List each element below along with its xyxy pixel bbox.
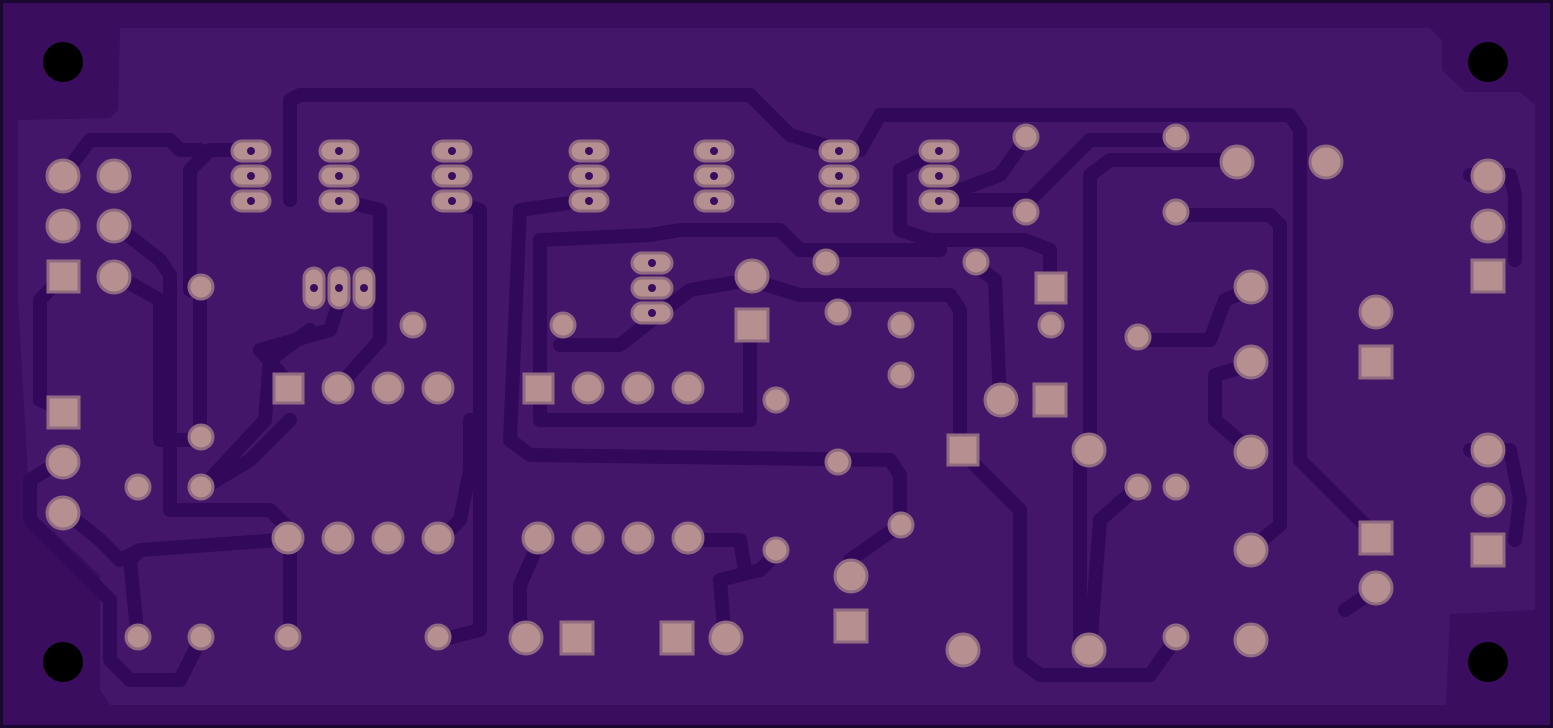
pad xyxy=(1219,144,1255,180)
pad xyxy=(187,623,215,651)
pad xyxy=(671,371,705,405)
pad xyxy=(371,521,405,555)
pad xyxy=(421,371,455,405)
pad xyxy=(271,521,305,555)
pad xyxy=(1358,294,1394,330)
pad xyxy=(571,371,605,405)
pad xyxy=(399,311,427,339)
pad xyxy=(45,208,81,244)
pad xyxy=(187,423,215,451)
pad xyxy=(833,558,869,594)
pad xyxy=(887,361,915,389)
pad xyxy=(96,158,132,194)
pad xyxy=(187,273,215,301)
mounting-hole xyxy=(43,642,83,682)
pad xyxy=(45,444,81,480)
pad-square xyxy=(1358,344,1394,380)
pad-square xyxy=(1470,532,1506,568)
pad xyxy=(1233,344,1269,380)
pad xyxy=(962,248,990,276)
pad xyxy=(621,371,655,405)
pad xyxy=(1124,473,1152,501)
pad-square xyxy=(1470,258,1506,294)
pad xyxy=(571,521,605,555)
pad-square xyxy=(1032,382,1068,418)
pad-square xyxy=(1034,271,1068,305)
pad xyxy=(1162,623,1190,651)
pad xyxy=(762,536,790,564)
pad xyxy=(521,521,555,555)
pad xyxy=(1233,532,1269,568)
pad xyxy=(734,258,770,294)
pad xyxy=(708,620,744,656)
mounting-hole xyxy=(1468,42,1508,82)
pad xyxy=(124,473,152,501)
pad xyxy=(824,298,852,326)
pad-square xyxy=(46,395,81,430)
pad xyxy=(1124,323,1152,351)
pad-square xyxy=(946,433,980,467)
pad-layer xyxy=(45,123,1506,668)
pad xyxy=(321,521,355,555)
pad xyxy=(621,521,655,555)
pad xyxy=(824,448,852,476)
pad xyxy=(1012,198,1040,226)
pad-square xyxy=(734,307,770,343)
pad xyxy=(1233,434,1269,470)
pad xyxy=(45,495,81,531)
pad xyxy=(371,371,405,405)
pad xyxy=(1308,144,1344,180)
pad xyxy=(1071,432,1107,468)
mounting-holes xyxy=(43,42,1508,682)
pad xyxy=(1012,123,1040,151)
pad xyxy=(96,208,132,244)
pad-square xyxy=(833,608,869,644)
pad xyxy=(1233,622,1269,658)
pad xyxy=(671,521,705,555)
square-pad-layer xyxy=(46,258,1506,656)
pad xyxy=(421,521,455,555)
pad xyxy=(1358,570,1394,606)
pad xyxy=(983,382,1019,418)
pad-square xyxy=(272,372,305,405)
pad xyxy=(812,248,840,276)
pad xyxy=(1162,198,1190,226)
pad-square xyxy=(522,372,555,405)
pad xyxy=(887,511,915,539)
pad xyxy=(887,311,915,339)
pad xyxy=(1037,311,1065,339)
mounting-hole xyxy=(43,42,83,82)
pad xyxy=(762,386,790,414)
pad xyxy=(1071,632,1107,668)
pad xyxy=(1470,432,1506,468)
pad-square xyxy=(659,620,695,656)
pad-square xyxy=(46,259,81,294)
pad xyxy=(1470,158,1506,194)
pad xyxy=(321,371,355,405)
pad xyxy=(508,620,544,656)
mounting-hole xyxy=(1468,642,1508,682)
pad xyxy=(45,158,81,194)
pad xyxy=(1470,482,1506,518)
pad xyxy=(124,623,152,651)
pad xyxy=(1233,269,1269,305)
oval-pad-drills xyxy=(247,147,943,317)
pad xyxy=(1162,123,1190,151)
pad xyxy=(549,311,577,339)
pad xyxy=(1470,208,1506,244)
pad xyxy=(1162,473,1190,501)
pad xyxy=(274,623,302,651)
pad xyxy=(187,473,215,501)
pad xyxy=(96,259,132,295)
pad-square xyxy=(1358,520,1394,556)
pad-square xyxy=(559,620,595,656)
pad xyxy=(945,632,981,668)
pad xyxy=(424,623,452,651)
